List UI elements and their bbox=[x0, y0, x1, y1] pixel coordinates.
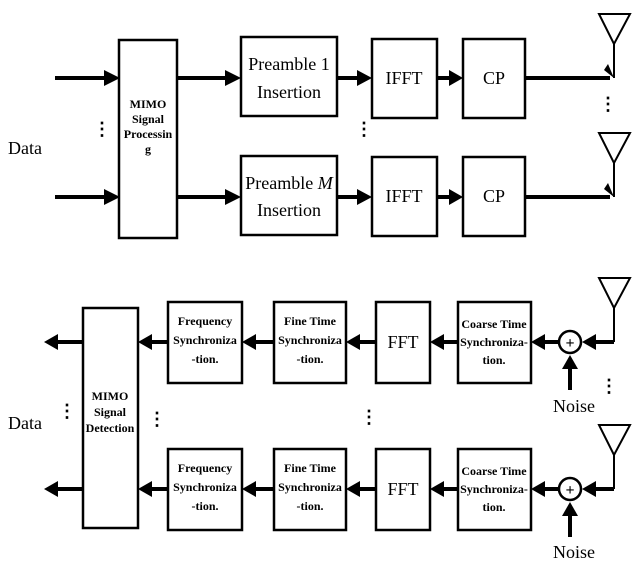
rx-adder-1-symbol: + bbox=[565, 335, 574, 352]
rx-fine-1-label-3: -tion. bbox=[297, 352, 324, 366]
rx-b1-arrowhead-fine bbox=[242, 334, 256, 350]
rx-middle-ellipsis: ⋮ bbox=[360, 407, 378, 427]
rx-noise-m-label: Noise bbox=[553, 542, 595, 562]
rx-freq-m-label-1: Frequency bbox=[178, 461, 232, 475]
rx-freq-m-label-2: Synchroniza bbox=[173, 480, 237, 494]
tx-input-ellipsis: ⋮ bbox=[93, 119, 111, 139]
rx-b1-arrowhead-coarse bbox=[430, 334, 444, 350]
rx-bm-arrowhead-coarse bbox=[430, 481, 444, 497]
tx-preamble-m-label-2: Insertion bbox=[257, 200, 321, 220]
rx-frequency-sync-1-block bbox=[166, 300, 244, 385]
rx-mimo-detection-block bbox=[81, 306, 140, 530]
rx-mimo-label-3: Detection bbox=[86, 421, 135, 435]
rx-fine-m-label-1: Fine Time bbox=[284, 461, 337, 475]
rx-noise-1-label: Noise bbox=[553, 396, 595, 416]
rx-freq-1-label-2: Synchroniza bbox=[173, 333, 237, 347]
rx-noise-m-arrowhead bbox=[562, 502, 578, 516]
tx-preamble-1-label-2: Insertion bbox=[257, 82, 321, 102]
tx-b1-arrowhead-3 bbox=[449, 70, 463, 86]
rx-coarse-1-label-1: Coarse Time bbox=[461, 317, 527, 331]
rx-antenna-ellipsis: ⋮ bbox=[600, 376, 618, 396]
transmitter-section: Data ⋮ MIMO Signal Processin g Preamble … bbox=[8, 13, 632, 240]
rx-b1-arrowhead-ant bbox=[582, 334, 596, 350]
rx-freq-1-label-1: Frequency bbox=[178, 314, 232, 328]
rx-fine-1-label-2: Synchroniza bbox=[278, 333, 342, 347]
tx-b1-arrowhead-1 bbox=[225, 70, 241, 86]
rx-fine-time-1-block bbox=[272, 300, 348, 385]
rx-fine-time-m-block bbox=[272, 447, 348, 532]
rx-b1-arrowhead-fft bbox=[346, 334, 360, 350]
rx-antenna-m-icon bbox=[597, 424, 632, 458]
rx-coarse-time-m-block bbox=[456, 447, 533, 532]
rx-mimo-label-2: Signal bbox=[94, 405, 127, 419]
rx-coarse-m-label-1: Coarse Time bbox=[461, 464, 527, 478]
rx-bm-arrowhead-freq bbox=[138, 481, 152, 497]
rx-output-ellipsis: ⋮ bbox=[58, 401, 76, 421]
tx-ifft-1-block bbox=[370, 37, 439, 120]
rx-bm-arrowhead-fft bbox=[346, 481, 360, 497]
rx-data-label: Data bbox=[8, 413, 42, 433]
rx-fft-1-label: FFT bbox=[387, 332, 418, 352]
tx-input-arrowhead-m bbox=[104, 189, 120, 205]
rx-coarse-m-label-2: Synchroniza- bbox=[460, 482, 528, 496]
tx-antenna-1-icon bbox=[597, 13, 632, 47]
rx-bm-arrowhead-ant bbox=[582, 481, 596, 497]
rx-coarse-1-label-3: tion. bbox=[482, 353, 505, 367]
rx-fine-m-label-2: Synchroniza bbox=[278, 480, 342, 494]
tx-bm-arrowhead-3 bbox=[449, 189, 463, 205]
tx-cp-m-block bbox=[461, 155, 527, 238]
rx-b1-arrowhead-adder bbox=[531, 334, 545, 350]
tx-antenna-1-feed bbox=[604, 64, 614, 78]
tx-cp-1-block bbox=[461, 37, 527, 120]
tx-b1-arrowhead-2 bbox=[357, 70, 372, 86]
tx-antenna-m-feed bbox=[604, 183, 614, 197]
rx-b1-arrowhead-freq bbox=[138, 334, 152, 350]
tx-ifft-1-label: IFFT bbox=[385, 68, 422, 88]
rx-noise-1-arrowhead bbox=[562, 355, 578, 369]
tx-mimo-label-2: Signal bbox=[132, 112, 165, 126]
tx-preamble-1-block bbox=[239, 35, 339, 118]
tx-bm-arrowhead-1 bbox=[225, 189, 241, 205]
rx-freq-1-label-3: -tion. bbox=[192, 352, 219, 366]
tx-middle-ellipsis: ⋮ bbox=[355, 119, 373, 139]
tx-mimo-processing-block bbox=[117, 38, 179, 240]
rx-freq-m-label-3: -tion. bbox=[192, 499, 219, 513]
rx-left-ellipsis: ⋮ bbox=[148, 409, 166, 429]
tx-mimo-label-3: Processin bbox=[124, 127, 173, 141]
rx-fft-m-label: FFT bbox=[387, 479, 418, 499]
rx-bm-arrowhead-adder bbox=[531, 481, 545, 497]
rx-output-arrowhead-m bbox=[44, 481, 58, 497]
tx-mimo-label-4: g bbox=[145, 142, 151, 156]
receiver-section: MIMO Signal Detection Data ⋮ ⋮ ⋮ ⋮ + Noi… bbox=[8, 277, 632, 562]
tx-input-arrowhead-1 bbox=[104, 70, 120, 86]
rx-output-arrowhead-1 bbox=[44, 334, 58, 350]
rx-fft-m-block bbox=[374, 447, 432, 532]
rx-bm-arrowhead-fine bbox=[242, 481, 256, 497]
tx-cp-m-label: CP bbox=[483, 186, 505, 206]
rx-coarse-m-label-3: tion. bbox=[482, 500, 505, 514]
rx-fine-1-label-1: Fine Time bbox=[284, 314, 337, 328]
tx-ifft-m-label: IFFT bbox=[385, 186, 422, 206]
tx-preamble-m-block bbox=[239, 154, 339, 237]
tx-preamble-1-label-1: Preamble 1 bbox=[248, 54, 329, 74]
tx-bm-arrowhead-2 bbox=[357, 189, 372, 205]
rx-coarse-time-1-block bbox=[456, 300, 533, 385]
tx-antenna-ellipsis: ⋮ bbox=[599, 94, 617, 114]
rx-fine-m-label-3: -tion. bbox=[297, 499, 324, 513]
rx-antenna-1-icon bbox=[597, 277, 632, 311]
rx-adder-m-symbol: + bbox=[565, 482, 574, 499]
tx-preamble-m-label-1: Preamble M bbox=[245, 173, 333, 193]
tx-data-label: Data bbox=[8, 138, 42, 158]
tx-mimo-label-1: MIMO bbox=[130, 97, 167, 111]
tx-ifft-m-block bbox=[370, 155, 439, 238]
tx-cp-1-label: CP bbox=[483, 68, 505, 88]
rx-mimo-label-1: MIMO bbox=[92, 389, 129, 403]
rx-coarse-1-label-2: Synchroniza- bbox=[460, 335, 528, 349]
rx-frequency-sync-m-block bbox=[166, 447, 244, 532]
tx-antenna-m-icon bbox=[597, 132, 632, 166]
